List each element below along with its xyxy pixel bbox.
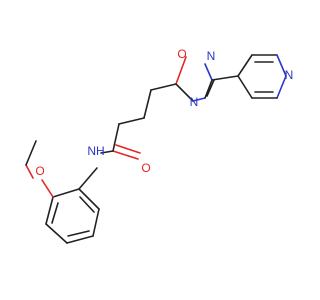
bond-c3-n2-double (206, 79, 215, 97)
bond-chain-2 (143, 89, 152, 119)
bond-carbonyl-double (115, 144, 141, 154)
bond-ph-double-2 (67, 230, 90, 237)
bond-ring-o (41, 179, 54, 198)
molecule-structure: O N N N O NH O (25, 47, 294, 244)
bond-chain-3 (118, 117, 145, 125)
bond-n2-o1 (204, 63, 213, 81)
bond-amide (100, 150, 114, 154)
pyridine-ring (211, 54, 287, 99)
atom-label-nh: NH (87, 144, 104, 158)
oxadiazole-ring (175, 56, 215, 102)
bond-ph-6 (78, 188, 100, 210)
atom-label-n-pyridine: N (285, 68, 294, 82)
bond-ph-double-3 (79, 196, 95, 213)
bond-pyr-1 (237, 54, 253, 77)
atom-label-n-top: N (207, 49, 216, 63)
atom-label-o-ring: O (177, 47, 186, 61)
molecule-canvas: O N N N O NH O (25, 47, 294, 244)
bond-chain-1 (150, 83, 177, 91)
atom-label-o-carbonyl: O (141, 161, 150, 175)
bond-c3-n2 (204, 79, 213, 99)
bond-ph-4 (66, 235, 94, 244)
bond-ethyl (25, 140, 37, 166)
bond-c5-n4 (175, 83, 194, 102)
bond-carbonyl (112, 150, 139, 160)
bond-n4-c3-part (192, 97, 206, 102)
bond-pyr-4 (276, 75, 287, 99)
bond-ph-2 (45, 196, 54, 225)
bond-c3-pyridine (211, 75, 239, 81)
bond-nh-ring (78, 167, 98, 190)
atom-label-o-ether: O (35, 164, 44, 178)
bond-ph-1 (52, 188, 80, 198)
bond-pyr-3 (276, 54, 287, 77)
bond-ph-double-1 (51, 202, 59, 224)
ethoxy-group (25, 140, 54, 198)
bond-o1-c5 (175, 56, 187, 85)
atom-label-n-bottom: N (190, 95, 199, 109)
bond-o-ch2 (25, 164, 34, 179)
alkyl-chain (100, 83, 177, 160)
bond-pyr-6 (237, 75, 253, 99)
bond-ph-5 (92, 208, 100, 237)
phenyl-ring (45, 167, 100, 244)
bond-chain-4 (112, 123, 120, 152)
bond-ph-3 (45, 223, 68, 244)
